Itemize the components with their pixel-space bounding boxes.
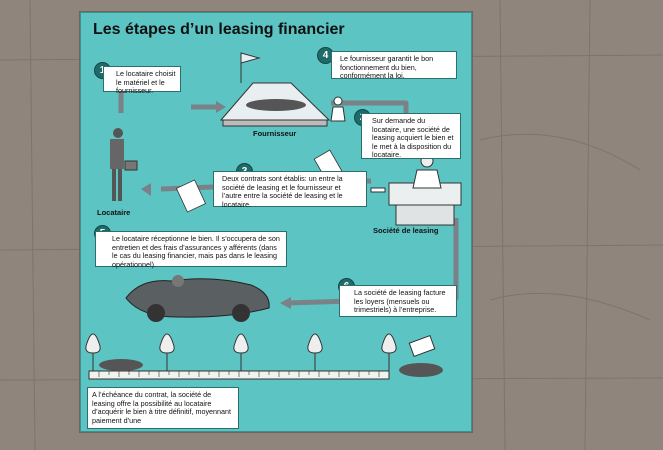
label-fournisseur: Fournisseur — [253, 129, 297, 138]
money-bag-icon — [233, 333, 249, 371]
money-bag-icon — [307, 333, 323, 371]
arrowhead-3 — [280, 297, 291, 309]
money-bag-icon — [381, 333, 397, 371]
document-icon — [175, 179, 207, 213]
small-person-fournisseur — [330, 96, 346, 122]
money-bag-icon — [85, 333, 101, 371]
money-bag-icon — [159, 333, 175, 371]
step-2-text: Sur demande du locataire, une société de… — [361, 113, 461, 159]
step-4-badge: 4 — [317, 47, 334, 64]
large-car — [125, 275, 270, 322]
label-societe-de-leasing: Société de leasing — [373, 226, 439, 235]
societe-desk — [370, 154, 462, 226]
arrowhead-1 — [216, 101, 226, 113]
car-icon — [399, 363, 443, 377]
car-icon — [246, 99, 306, 111]
flag-icon — [240, 52, 261, 64]
step-3-text: Deux contrats sont établis: un entre la … — [213, 171, 367, 209]
step-1-text: Le locataire choisit le matériel et le f… — [103, 66, 181, 95]
diagram-title: Les étapes d’un leasing financier — [93, 21, 345, 38]
locataire-person — [110, 128, 138, 201]
label-locataire: Locataire — [97, 208, 131, 217]
step-6-text: La société de leasing facture les loyers… — [339, 285, 457, 317]
document-icon — [408, 335, 436, 357]
fournisseur-building — [219, 52, 331, 127]
step-4-text: Le fournisseur garantit le bon fonctionn… — [331, 51, 457, 80]
arrowhead-2 — [141, 183, 151, 196]
step-5-text: Le locataire réceptionne le bien. Il s’o… — [95, 231, 287, 269]
diagram-panel: Les étapes d’un leasing financier — [80, 12, 472, 432]
car-icon — [99, 359, 143, 371]
timeline — [85, 333, 443, 380]
final-step-text: A l’échéance du contrat, la société de l… — [87, 387, 239, 429]
